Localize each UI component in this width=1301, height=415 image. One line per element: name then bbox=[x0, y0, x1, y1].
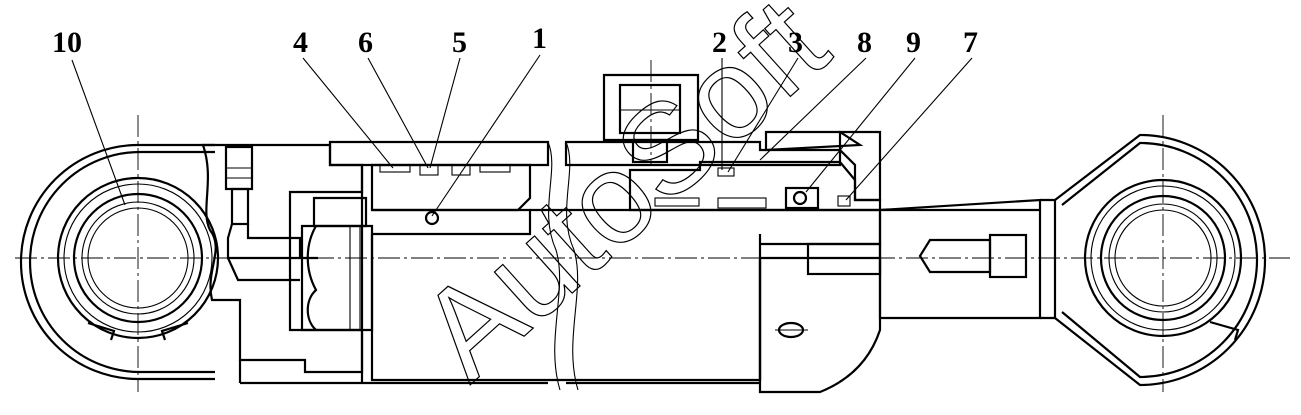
port-fitting bbox=[602, 73, 700, 164]
callout-5: 5 bbox=[452, 26, 467, 59]
callout-2: 2 bbox=[712, 26, 727, 59]
callout-8: 8 bbox=[857, 26, 872, 59]
callout-3: 3 bbox=[788, 26, 803, 59]
callout-9: 9 bbox=[906, 26, 921, 59]
callout-6: 6 bbox=[358, 26, 373, 59]
callout-7: 7 bbox=[963, 26, 978, 59]
watermark: AutoSoft bbox=[393, 0, 854, 406]
left-eye-mount bbox=[19, 143, 220, 381]
front-gland bbox=[628, 130, 882, 212]
callout-4: 4 bbox=[293, 26, 308, 59]
rod-end-eye bbox=[878, 133, 1267, 387]
rear-head bbox=[201, 143, 364, 385]
leader-lines bbox=[71, 54, 973, 217]
callout-1: 1 bbox=[532, 22, 547, 55]
callout-numbers: 10 4 6 5 1 2 3 8 9 7 bbox=[52, 22, 978, 59]
piston bbox=[370, 163, 532, 226]
callout-10: 10 bbox=[52, 26, 82, 59]
